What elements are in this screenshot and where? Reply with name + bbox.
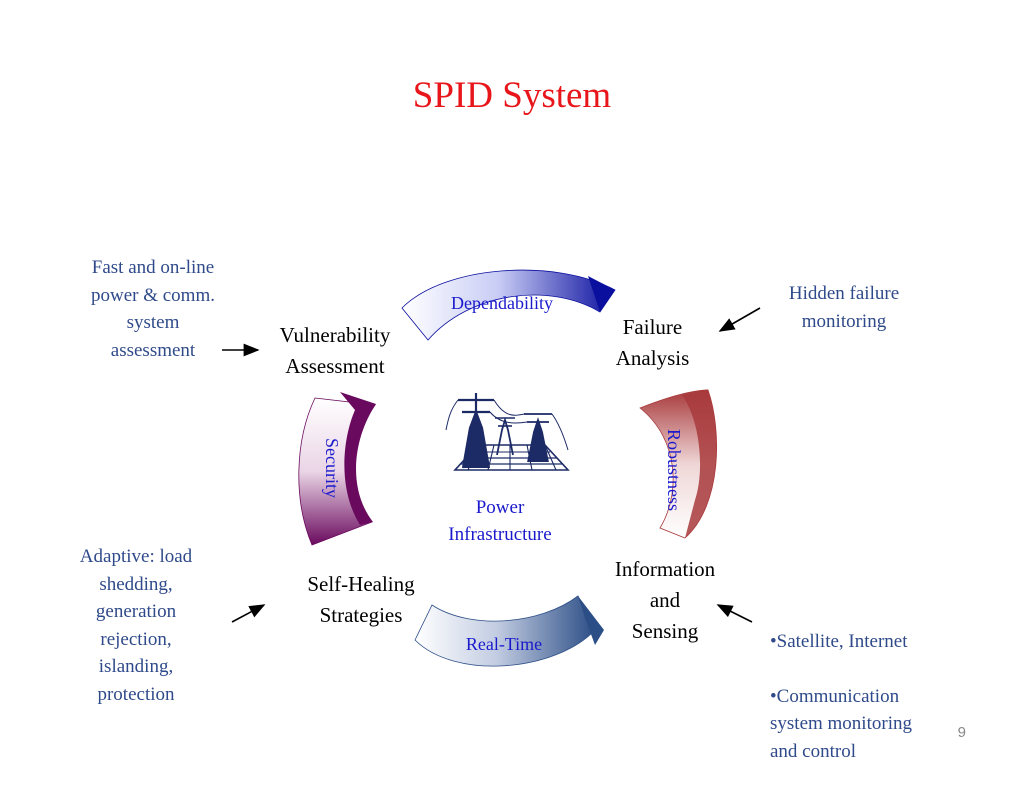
arrow-bottom-right bbox=[716, 604, 753, 623]
robustness-label: Robustness bbox=[664, 429, 684, 511]
failure-analysis-node: Failure Analysis bbox=[615, 315, 690, 370]
bullet-satellite-internet: •Satellite, Internet bbox=[770, 630, 908, 652]
note-satellite-communication: •Satellite, Internet •Communication syst… bbox=[770, 600, 970, 793]
page-number: 9 bbox=[957, 724, 966, 741]
power-infrastructure-label: Power Infrastructure bbox=[448, 497, 552, 545]
arrow-bottom-left bbox=[231, 604, 266, 623]
self-healing-strategies-node: Self-Healing Strategies bbox=[307, 572, 415, 627]
real-time-arc bbox=[414, 595, 604, 667]
vulnerability-assessment-node: Vulnerability Assessment bbox=[279, 323, 391, 378]
slide-title: SPID System bbox=[412, 75, 612, 116]
arrow-top-right bbox=[718, 307, 761, 332]
note-adaptive-strategies: Adaptive: load shedding, generation reje… bbox=[79, 546, 193, 705]
security-arc bbox=[298, 392, 376, 546]
dependability-arc bbox=[401, 269, 616, 341]
robustness-arc bbox=[639, 389, 718, 539]
bullet-communication-monitoring: •Communication system monitoring and con… bbox=[770, 685, 912, 762]
spid-cycle-diagram: Dependability Robustness Real-Time Secur… bbox=[222, 269, 761, 667]
security-label: Security bbox=[322, 438, 342, 498]
dependability-label: Dependability bbox=[451, 293, 553, 313]
note-fast-online-assessment: Fast and on-line power & comm. system as… bbox=[90, 257, 215, 361]
information-sensing-node: Information and Sensing bbox=[614, 557, 716, 643]
power-tower-icon bbox=[445, 393, 570, 471]
real-time-label: Real-Time bbox=[466, 634, 542, 654]
note-hidden-failure-monitoring: Hidden failure monitoring bbox=[788, 283, 900, 332]
